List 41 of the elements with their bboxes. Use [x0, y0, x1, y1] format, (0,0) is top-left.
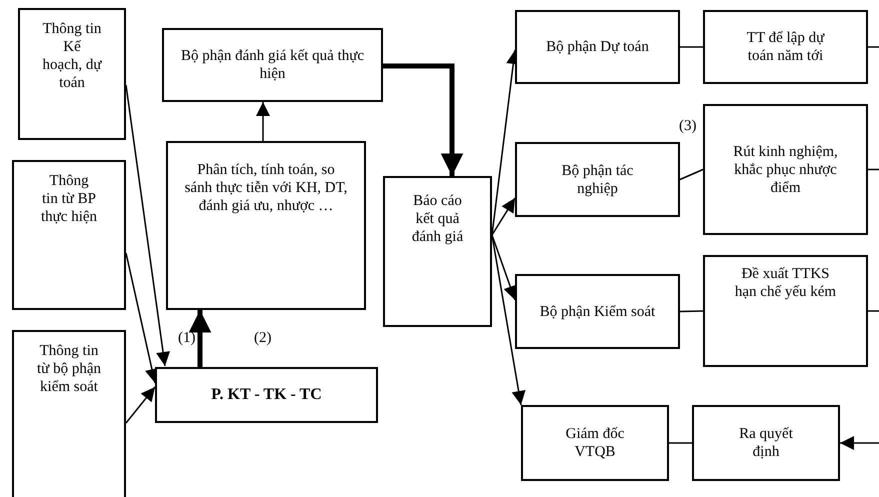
box-text: TT để lập dự toán năm tới: [746, 29, 826, 65]
process-box: [703, 255, 868, 367]
box-text: Phân tích, tính toán, so sánh thực tiễn với KH, DT, đánh giá ưu, nhược …: [184, 161, 348, 215]
process-box: [12, 160, 126, 310]
process-box: [703, 10, 868, 84]
process-box: [521, 405, 669, 481]
box-text: Đề xuất TTKS hạn chế yếu kém: [734, 265, 838, 301]
box-text: Ra quyết định: [738, 425, 794, 461]
box-text: P. KT - TK - TC: [211, 385, 322, 405]
box-text: Bộ phận Kiểm soát: [540, 302, 656, 320]
box-text: Báo cáo kết quả đánh giá: [410, 192, 464, 246]
process-box: [383, 176, 492, 327]
process-box: [515, 274, 680, 349]
arrow: [188, 310, 212, 367]
arrow: [125, 84, 170, 366]
callout-number: (3): [679, 118, 696, 135]
arrow: [256, 102, 270, 141]
box-text: Bộ phận đánh giá kết quả thực hiện: [180, 47, 366, 83]
process-box: [515, 10, 680, 84]
box-text: Bộ phận Dự toán: [546, 38, 649, 56]
box-text: Giám đốc VTQB: [564, 425, 626, 461]
callout-number: (1): [178, 330, 196, 347]
process-box: [166, 141, 366, 310]
box-text: Bộ phận tác nghiệp: [560, 162, 634, 198]
process-box: [18, 8, 126, 140]
process-box: [692, 405, 840, 481]
arrow: [840, 436, 879, 450]
arrow: [491, 234, 517, 300]
box-text: Thông tin từ BP thực hiện: [40, 172, 98, 226]
process-box: [155, 367, 378, 423]
process-box: [12, 330, 126, 497]
arrow: [491, 198, 516, 236]
box-text: Thông tin từ bộ phận kiểm soát: [36, 342, 102, 396]
box-text: Rút kinh nghiệm, khắc phục nhược điểm: [732, 142, 839, 196]
arrow: [125, 386, 156, 424]
process-box: [162, 28, 383, 102]
process-box: [515, 142, 680, 217]
callout-number: (2): [254, 330, 272, 347]
box-text: Thông tin Kế hoạch, dự toán: [42, 20, 102, 92]
process-box: [703, 104, 868, 235]
arrow: [383, 64, 464, 176]
